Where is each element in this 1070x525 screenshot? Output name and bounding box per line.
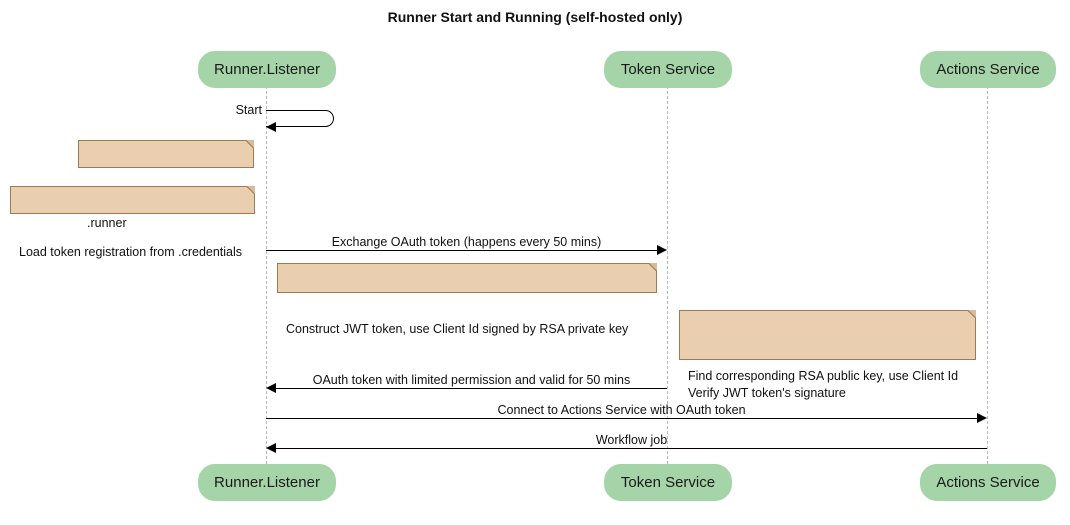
participant-token-service-bottom[interactable]: Token Service [604,464,732,501]
participant-runner-listener-top[interactable]: Runner.Listener [198,51,336,88]
note-load-token-registration: Load token registration from .credential… [10,186,255,259]
message-label-exchange-oauth-token: Exchange OAuth token (happens every 50 m… [331,235,602,249]
note-fold-line-icon [245,140,254,149]
participant-label: Actions Service [936,474,1040,491]
lifeline-runner-listener [266,86,267,464]
participant-actions-service-bottom[interactable]: Actions Service [920,464,1056,501]
arrow-head-workflow-job [266,443,276,453]
message-label-start: Start [235,103,262,117]
lifeline-actions-service [987,86,988,464]
arrow-head-start [266,122,276,132]
arrow-head-oauth-token-returned [266,383,276,393]
message-line-oauth-token-returned [276,388,667,389]
participant-label: Actions Service [936,61,1040,78]
message-label-workflow-job: Workflow job [595,433,668,447]
participant-label: Token Service [620,474,716,491]
self-message-start [266,110,334,127]
note-load-config: Load config info from .runner [78,140,254,230]
note-fold-line-icon [648,263,657,272]
arrow-head-connect-actions-service [977,413,987,423]
participant-label: Token Service [620,61,716,78]
note-fold-line-icon [967,310,976,319]
note-verify-jwt-signature: Find corresponding RSA public key, use C… [679,310,976,400]
participant-label: Runner.Listener [214,61,320,78]
note-construct-jwt-token: Construct JWT token, use Client Id signe… [277,263,657,336]
arrow-head-exchange-oauth-token [657,245,667,255]
note-text: Load token registration from .credential… [19,245,243,259]
participant-actions-service-top[interactable]: Actions Service [920,51,1056,88]
message-line-connect-actions-service [266,418,977,419]
note-text: Find corresponding RSA public key, use C… [688,369,959,400]
participant-token-service-top[interactable]: Token Service [604,51,732,88]
page-title: Runner Start and Running (self-hosted on… [387,9,683,25]
note-fold-line-icon [246,186,255,195]
message-line-exchange-oauth-token [266,250,657,251]
message-label-connect-actions-service: Connect to Actions Service with OAuth to… [497,403,746,417]
note-text: Construct JWT token, use Client Id signe… [286,322,629,336]
message-line-workflow-job [276,448,987,449]
message-label-oauth-token-returned: OAuth token with limited permission and … [312,373,631,387]
lifeline-token-service [667,86,668,464]
participant-runner-listener-bottom[interactable]: Runner.Listener [198,464,336,501]
participant-label: Runner.Listener [214,474,320,491]
